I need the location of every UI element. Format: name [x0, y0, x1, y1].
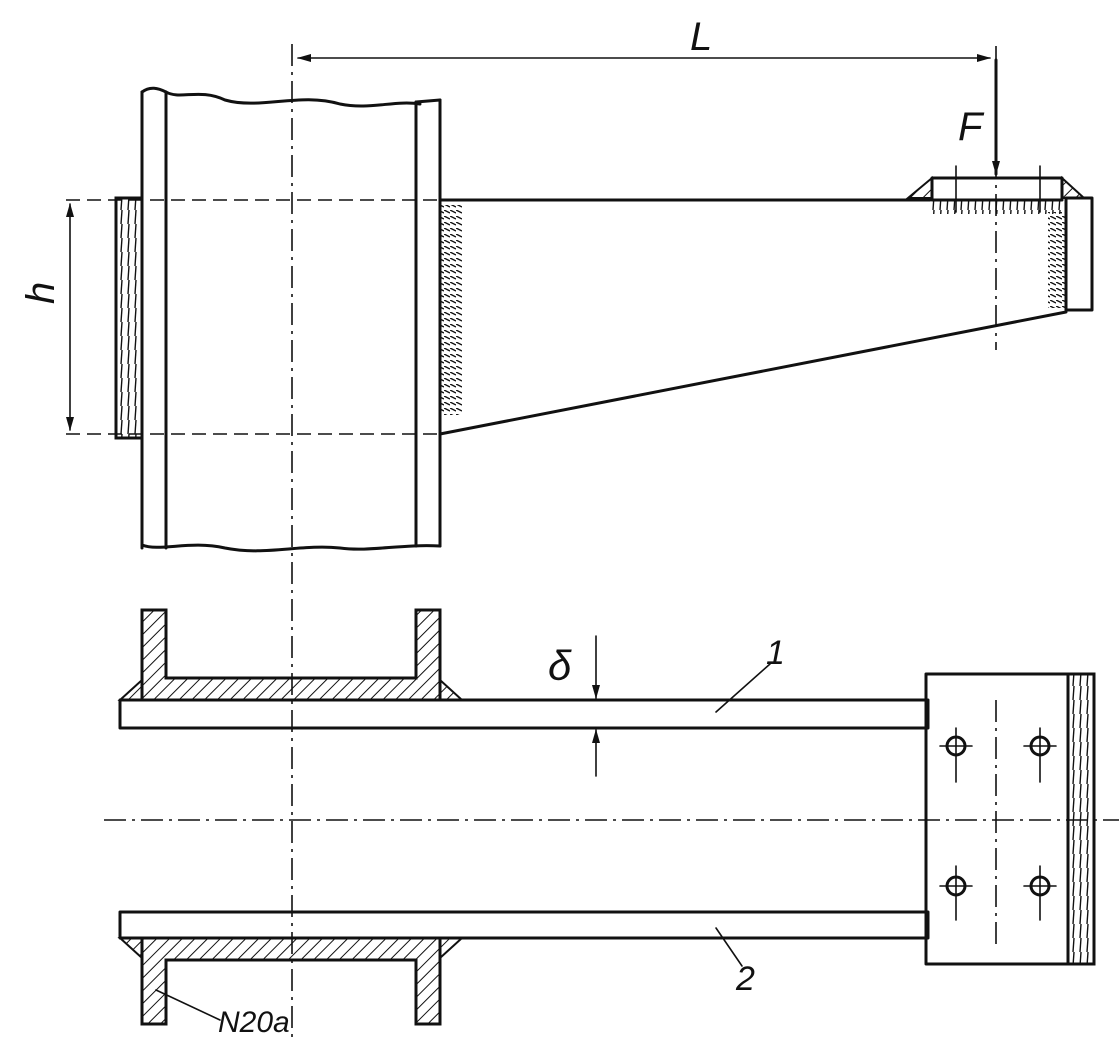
dimension-height: h: [19, 203, 74, 431]
leader-channel: N20a: [155, 989, 290, 1039]
part-1-label: 1: [766, 634, 785, 672]
dimension-thickness: δ: [548, 635, 600, 777]
part-2-label: 2: [735, 960, 755, 998]
height-label: h: [19, 282, 63, 304]
lower-channel: [117, 936, 465, 1026]
front-view: L F h: [19, 15, 1119, 1040]
end-plate: [905, 165, 1094, 312]
channel-label: N20a: [218, 1006, 290, 1039]
bracket: [438, 198, 1068, 436]
bolt-hole: [1023, 865, 1057, 921]
leader-2: 2: [715, 927, 755, 998]
plate-2: [118, 910, 930, 940]
plate-1: [118, 698, 930, 730]
end-plate-plan: [924, 672, 1096, 966]
force-label: F: [958, 105, 985, 149]
length-label: L: [690, 15, 712, 59]
thickness-label: δ: [548, 642, 572, 689]
leader-1: 1: [715, 634, 785, 713]
upper-channel: [117, 608, 465, 702]
left-plate: [114, 196, 144, 440]
dimension-length: L: [297, 15, 991, 62]
bolt-hole: [939, 727, 973, 783]
column: [140, 86, 442, 553]
plan-view: δ 1 2 N20a: [117, 608, 1096, 1039]
bolt-hole: [939, 865, 973, 921]
force-arrow: F: [958, 58, 1000, 176]
bolt-hole: [1023, 727, 1057, 783]
